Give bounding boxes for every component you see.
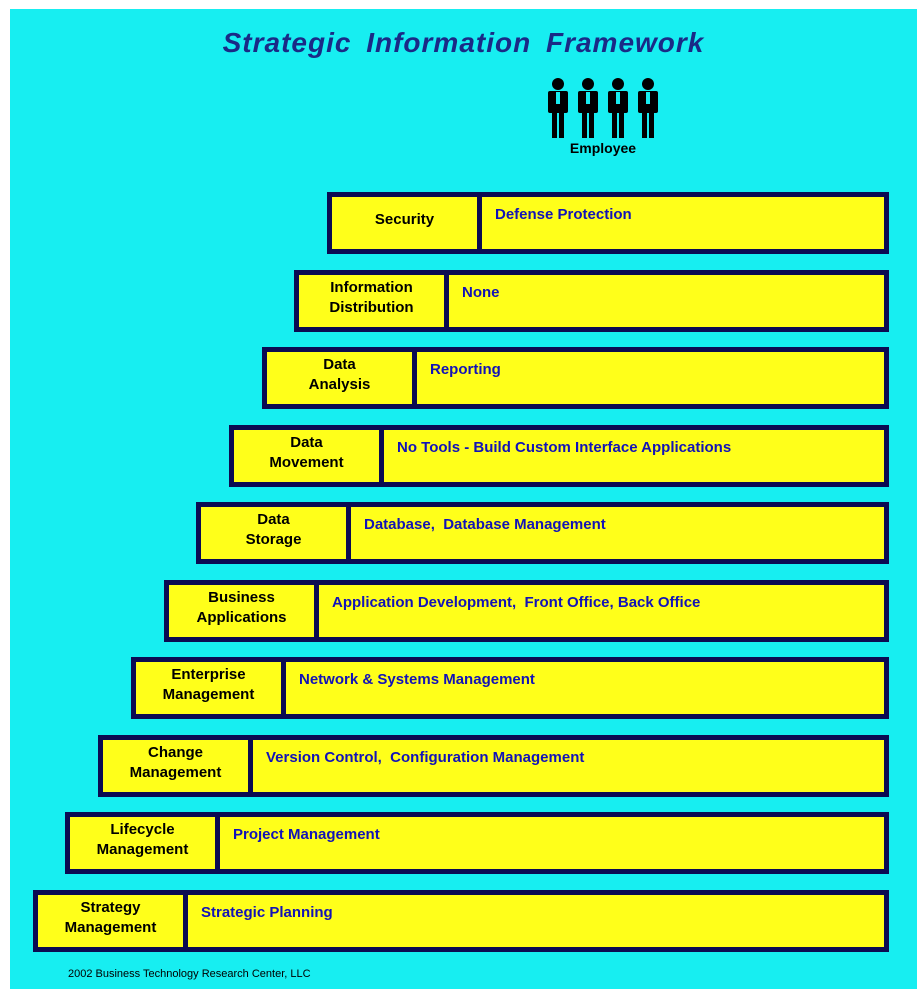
- layer-description-cell: Database, Database Management: [351, 507, 884, 559]
- layer-row-data-storage: Data Storage Database, Database Managemen…: [196, 502, 889, 564]
- layer-name: Data Movement: [269, 434, 344, 471]
- layer-name: Security: [374, 211, 435, 228]
- layer-description-cell: None: [449, 275, 884, 327]
- layer-description: None: [462, 284, 500, 301]
- layer-row-business-applications: Business Applications Application Develop…: [164, 580, 889, 642]
- layer-name: Change Management: [129, 744, 222, 781]
- layer-label-cell: Lifecycle Management: [70, 817, 215, 869]
- page-title: Strategic Information Framework: [222, 27, 705, 58]
- person-icon: [608, 78, 628, 138]
- layer-row-information-distribution: Information Distribution None: [294, 270, 889, 332]
- layer-label-cell: Data Storage: [201, 507, 346, 559]
- layer-name: Data Storage: [245, 511, 302, 548]
- layer-row-data-analysis: Data Analysis Reporting: [262, 347, 889, 409]
- layer-description-cell: Strategic Planning: [188, 895, 884, 947]
- layer-row-change-management: Change Management Version Control, Config…: [98, 735, 889, 797]
- layer-name: Data Analysis: [308, 356, 371, 393]
- layer-description: Defense Protection: [495, 206, 632, 223]
- layer-row-strategy-management: Strategy Management Strategic Planning: [33, 890, 889, 952]
- people-icon: [548, 78, 658, 138]
- layer-label-cell: Enterprise Management: [136, 662, 281, 714]
- layer-description: Version Control, Configuration Managemen…: [266, 749, 585, 766]
- layer-label-cell: Strategy Management: [38, 895, 183, 947]
- layer-description-cell: Network & Systems Management: [286, 662, 884, 714]
- layer-name: Business Applications: [196, 589, 287, 626]
- layer-description-cell: Project Management: [220, 817, 884, 869]
- layer-label-cell: Data Analysis: [267, 352, 412, 404]
- layer-name: Information Distribution: [329, 279, 414, 316]
- layer-description: Reporting: [430, 361, 501, 378]
- person-icon: [638, 78, 658, 138]
- layer-name: Strategy Management: [64, 899, 157, 936]
- layer-description-cell: Application Development, Front Office, B…: [319, 585, 884, 637]
- layer-row-security: Security Defense Protection: [327, 192, 889, 254]
- copyright-footer: 2002 Business Technology Research Center…: [68, 968, 311, 980]
- layer-label-cell: Information Distribution: [299, 275, 444, 327]
- layer-description-cell: Reporting: [417, 352, 884, 404]
- layer-name: Lifecycle Management: [96, 821, 189, 858]
- layer-description-cell: Defense Protection: [482, 197, 884, 249]
- framework-canvas: Strategic Information Framework: [10, 9, 917, 989]
- layer-description-cell: No Tools - Build Custom Interface Applic…: [384, 430, 884, 482]
- layer-label-cell: Security: [332, 197, 477, 249]
- layer-description: Strategic Planning: [201, 904, 333, 921]
- layer-description: No Tools - Build Custom Interface Applic…: [397, 439, 732, 456]
- layer-row-enterprise-management: Enterprise Management Network & Systems M…: [131, 657, 889, 719]
- layer-description: Application Development, Front Office, B…: [332, 594, 701, 611]
- layer-label-cell: Business Applications: [169, 585, 314, 637]
- layer-description-cell: Version Control, Configuration Managemen…: [253, 740, 884, 792]
- layer-row-data-movement: Data Movement No Tools - Build Custom Int…: [229, 425, 889, 487]
- layer-description: Database, Database Management: [364, 516, 606, 533]
- layer-label-cell: Change Management: [103, 740, 248, 792]
- layer-name: Enterprise Management: [162, 666, 255, 703]
- employee-label: Employee: [569, 140, 637, 156]
- person-icon: [548, 78, 568, 138]
- layer-row-lifecycle-management: Lifecycle Management Project Management: [65, 812, 889, 874]
- layer-description: Project Management: [233, 826, 380, 843]
- layer-label-cell: Data Movement: [234, 430, 379, 482]
- layer-description: Network & Systems Management: [299, 671, 535, 688]
- person-icon: [578, 78, 598, 138]
